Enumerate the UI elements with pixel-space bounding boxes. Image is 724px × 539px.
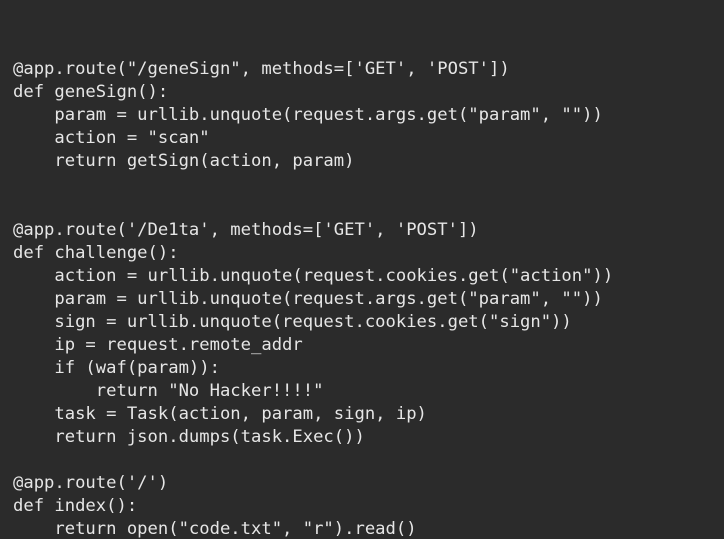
code-line: return "No Hacker!!!!" [13, 381, 324, 401]
code-line: def geneSign(): [13, 82, 169, 102]
code-line: return getSign(action, param) [13, 151, 355, 171]
code-line [13, 35, 724, 58]
code-line: return json.dumps(task.Exec()) [13, 427, 365, 447]
code-line: def index(): [13, 496, 138, 516]
code-line: @app.route("/geneSign", methods=['GET', … [13, 59, 510, 79]
code-line: def challenge(): [13, 243, 179, 263]
code-line: action = urllib.unquote(request.cookies.… [13, 266, 614, 286]
code-line: @app.route('/') [13, 473, 169, 493]
code-line: return open("code.txt", "r").read() [13, 519, 417, 539]
code-line: ip = request.remote_addr [13, 335, 303, 355]
code-line [13, 196, 724, 219]
code-line [13, 449, 724, 472]
code-line [13, 173, 724, 196]
code-line: if (waf(param)): [13, 358, 220, 378]
code-line: action = "scan" [13, 128, 210, 148]
code-line: param = urllib.unquote(request.args.get(… [13, 105, 603, 125]
code-line: sign = urllib.unquote(request.cookies.ge… [13, 312, 572, 332]
code-line: task = Task(action, param, sign, ip) [13, 404, 427, 424]
code-line: param = urllib.unquote(request.args.get(… [13, 289, 603, 309]
code-line: @app.route('/De1ta', methods=['GET', 'PO… [13, 220, 479, 240]
